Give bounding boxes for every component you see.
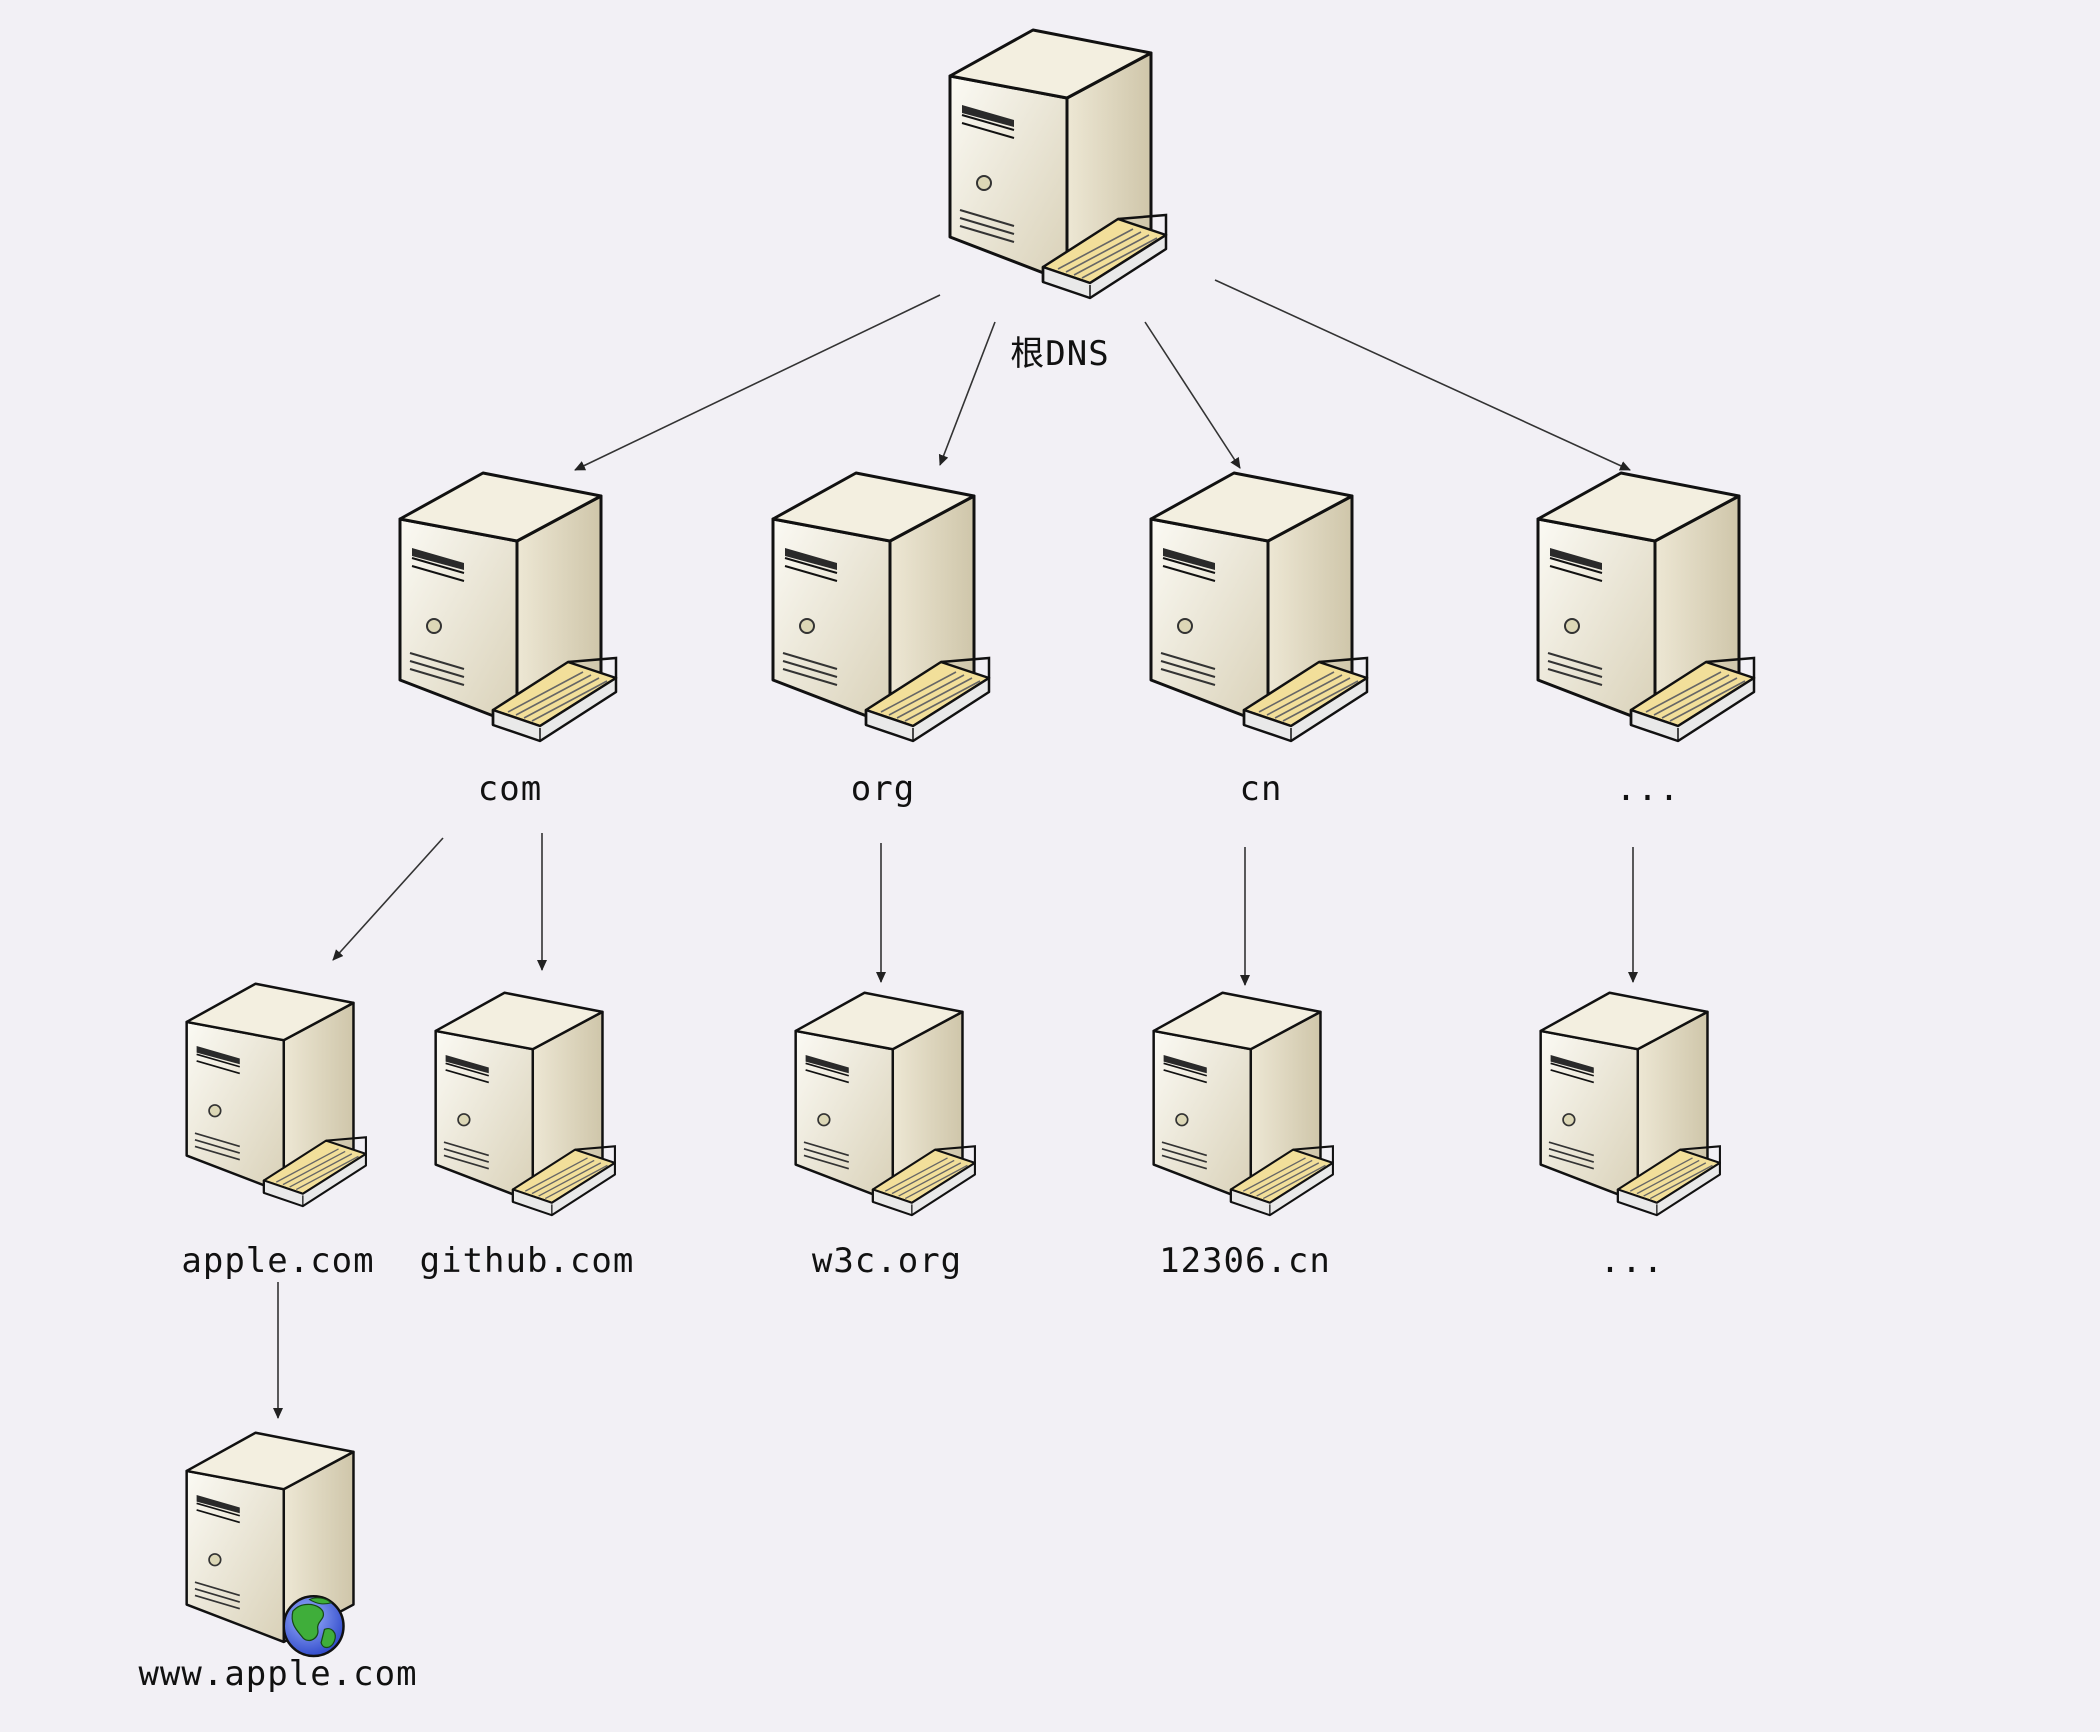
node-label: ... <box>1615 769 1681 809</box>
server-icon <box>434 991 616 1217</box>
node-label: cn <box>1239 769 1283 809</box>
edge-root-to-org <box>938 321 996 466</box>
web-server-globe-icon <box>185 1431 355 1658</box>
server-icon <box>948 28 1168 300</box>
node-label: github.com <box>419 1241 635 1281</box>
node-label: com <box>477 769 543 809</box>
node-label: ... <box>1599 1241 1665 1281</box>
node-label: 12306.cn <box>1159 1241 1331 1281</box>
edge-root-to-cn <box>1144 321 1241 469</box>
server-icon <box>794 991 976 1217</box>
node-label: www.apple.com <box>138 1654 418 1694</box>
server-icon <box>1536 471 1756 743</box>
edge-com-to-apple <box>332 837 444 961</box>
node-label: apple.com <box>181 1241 375 1281</box>
server-icon <box>771 471 991 743</box>
node-label: org <box>850 769 916 809</box>
server-icon <box>1149 471 1369 743</box>
node-label: 根DNS <box>1010 334 1110 374</box>
server-icon <box>1539 991 1721 1217</box>
server-icon <box>1152 991 1334 1217</box>
edge-root-to-com <box>574 294 941 471</box>
edge-root-to-tld-more <box>1214 279 1631 471</box>
node-label: w3c.org <box>811 1241 963 1281</box>
server-icon <box>398 471 618 743</box>
server-icon <box>185 982 367 1208</box>
